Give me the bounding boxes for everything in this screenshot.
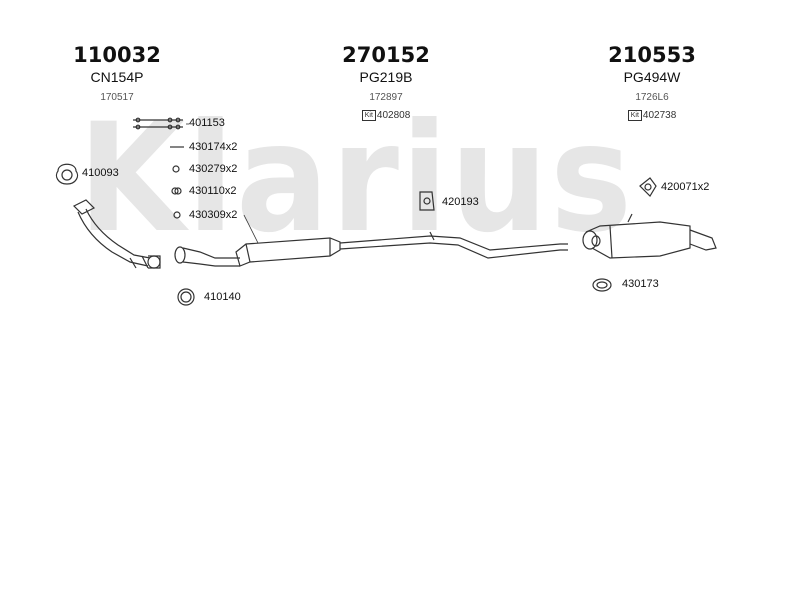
part-label-430279: 430279x2 xyxy=(189,163,238,175)
oem-number: 172897 xyxy=(369,92,403,103)
sealing-ring-inner xyxy=(180,291,192,303)
nut-icon xyxy=(172,165,180,173)
group-front-pipe: 110032 CN154P 170517 xyxy=(47,43,187,104)
kit-icon: Kit xyxy=(627,110,642,121)
bolt-icon xyxy=(133,117,183,130)
kit-icon: Kit xyxy=(361,110,376,121)
spring-icon xyxy=(173,211,181,219)
kit-number: 402738 xyxy=(642,110,677,121)
part-number: 110032 xyxy=(73,43,161,67)
flange-gasket-icon xyxy=(592,278,612,292)
rubber-mount-hole xyxy=(644,183,652,191)
part-code: PG219B xyxy=(359,69,413,85)
group-middle-silencer: 270152 PG219B 172897 Kit 402808 xyxy=(316,43,456,122)
part-number: 210553 xyxy=(608,43,696,67)
part-label-410093: 410093 xyxy=(82,167,119,179)
washer-icon xyxy=(171,187,182,195)
part-label-430309: 430309x2 xyxy=(189,209,238,221)
part-label-430173: 430173 xyxy=(622,278,659,290)
fitting-kit: Kit 402808 xyxy=(361,110,411,121)
sealing-ring-icon xyxy=(177,288,195,306)
rubber-mount-hole xyxy=(423,197,431,205)
oem-number: 1726L6 xyxy=(635,92,669,103)
part-label-430110: 430110x2 xyxy=(189,185,237,197)
front-pipe xyxy=(72,199,161,269)
leader-lines xyxy=(186,123,259,244)
part-code: CN154P xyxy=(90,69,144,85)
flange-gasket-inner xyxy=(596,281,608,289)
part-code: PG494W xyxy=(623,69,681,85)
gasket-icon xyxy=(55,163,79,185)
kit-number: 402808 xyxy=(376,110,411,121)
rubber-mount-icon xyxy=(639,177,657,197)
part-label-401153: 401153 xyxy=(189,117,225,129)
fitting-kit: Kit 402738 xyxy=(627,110,677,121)
rubber-mount-icon xyxy=(419,191,435,211)
middle-silencer xyxy=(174,231,568,267)
rear-silencer xyxy=(582,213,717,259)
part-label-430174: 430174x2 xyxy=(189,141,238,153)
gasket-hole xyxy=(61,169,73,181)
oem-number: 170517 xyxy=(100,92,134,103)
part-number: 270152 xyxy=(342,43,430,67)
part-label-420071: 420071x2 xyxy=(661,181,710,193)
part-label-410140: 410140 xyxy=(204,291,241,303)
group-rear-silencer: 210553 PG494W 1726L6 Kit 402738 xyxy=(582,43,722,122)
part-label-420193: 420193 xyxy=(442,196,479,208)
